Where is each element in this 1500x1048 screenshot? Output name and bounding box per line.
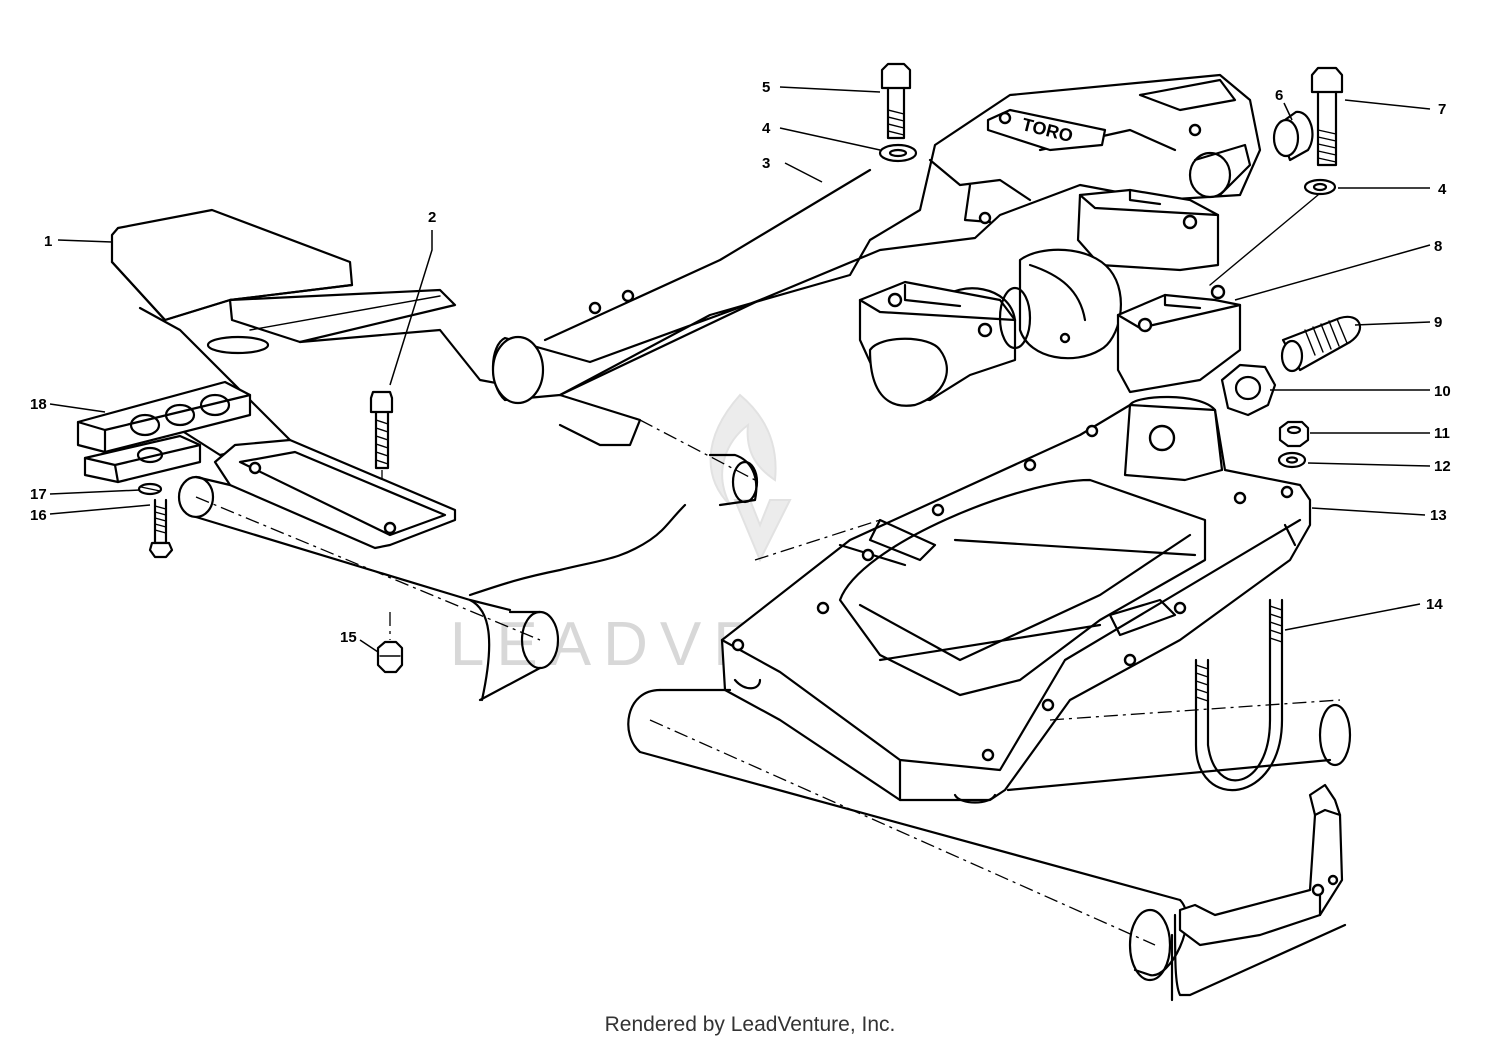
- leader-lines: [49, 86, 1431, 653]
- callout-4-upper-left: 4: [762, 120, 771, 137]
- watermark-flame-mark: [709, 393, 792, 563]
- callout-13: 13: [1430, 507, 1447, 524]
- part-14-u-bolt: [1194, 598, 1284, 792]
- callout-11: 11: [1434, 425, 1450, 442]
- part-5-bolt: [880, 62, 912, 140]
- part-12-washer: [1277, 451, 1307, 469]
- callout-10: 10: [1434, 383, 1451, 400]
- left-roller-tube: [177, 419, 759, 702]
- pedal-mounting-plate: [213, 438, 457, 550]
- callout-14: 14: [1426, 596, 1443, 613]
- callout-17: 17: [30, 486, 47, 503]
- part-6-bushing: [1272, 110, 1314, 162]
- part-3-main-arm: TORO: [491, 73, 1262, 405]
- callout-9: 9: [1434, 314, 1442, 331]
- part-8-swivel-yoke: [858, 188, 1242, 407]
- part-18-clamp-block: [76, 380, 252, 484]
- callout-1: 1: [44, 233, 52, 250]
- callout-18: 18: [30, 396, 47, 413]
- callout-12: 12: [1434, 458, 1451, 475]
- part-15-nut: [376, 612, 404, 674]
- front-bracket: [1170, 783, 1347, 1002]
- callout-15: 15: [340, 629, 357, 646]
- callout-3: 3: [762, 155, 770, 172]
- part-7-bolt: [1310, 66, 1344, 167]
- part-1-pedal: [110, 208, 642, 457]
- footer-credit: Rendered by LeadVenture, Inc.: [604, 1013, 896, 1036]
- callout-7: 7: [1438, 101, 1446, 118]
- callout-16: 16: [30, 507, 47, 524]
- part-16-bolt: [148, 498, 174, 559]
- part-11-nut: [1278, 420, 1310, 448]
- part-13-mounting-frame: [720, 395, 1312, 804]
- part-2-bolt: [369, 390, 394, 525]
- callout-5: 5: [762, 79, 770, 96]
- callout-8: 8: [1434, 238, 1442, 255]
- part-4-washer-left: [878, 143, 918, 163]
- part-17-lock-washer: [137, 482, 163, 496]
- part-9-threaded-pin: [1280, 315, 1362, 373]
- callout-6: 6: [1275, 87, 1283, 104]
- part-10-large-nut: [1220, 363, 1277, 417]
- part-4-washer-right: [1209, 178, 1337, 286]
- callout-2: 2: [428, 209, 436, 226]
- callout-labels: 1 2 3 4 4 5 6 7 8 9 10 11 12 13 14 15 16…: [30, 79, 1451, 646]
- callout-4-right: 4: [1438, 181, 1447, 198]
